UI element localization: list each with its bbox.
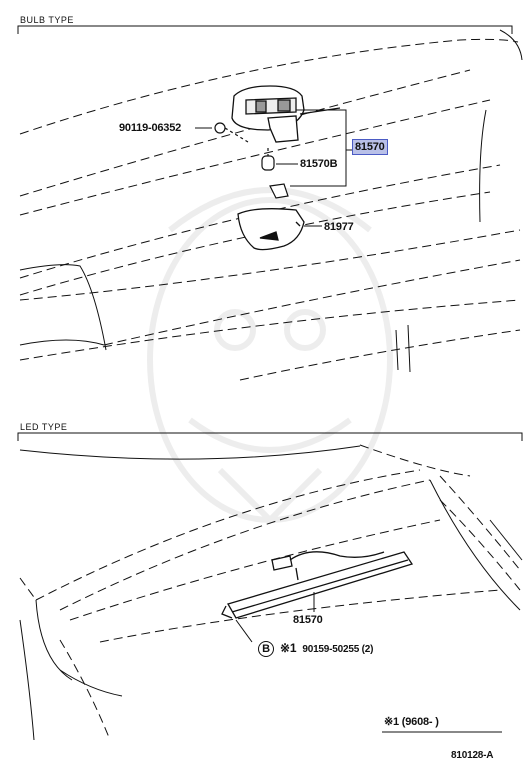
part-label-lamp-assy[interactable]: 81570 [352, 139, 388, 155]
led-type-title: LED TYPE [20, 422, 68, 432]
part-label-screw[interactable]: 90119-06352 [119, 122, 182, 134]
circle-b-marker: B [258, 641, 274, 657]
diagram-code: 810128-A [451, 750, 494, 761]
bulb-lamp-assembly [231, 85, 341, 143]
part-label-cover[interactable]: 81977 [324, 221, 354, 233]
screw-part [214, 122, 249, 143]
led-body-outline [19, 444, 521, 741]
led-leader-lines [235, 592, 315, 643]
bulb-part [261, 148, 275, 171]
watermark-logo [147, 187, 393, 525]
bulb-body-solid [19, 29, 523, 373]
bulb-section-frame [17, 25, 513, 34]
part-label-led-screw[interactable]: 90159-50255 (2) [302, 644, 374, 655]
part-label-bulb[interactable]: 81570B [300, 158, 338, 170]
cover-part [237, 208, 305, 251]
led-lamp-assembly [221, 551, 414, 619]
led-section-frame [17, 432, 523, 441]
bulb-body-outline [19, 38, 521, 381]
bulb-type-title: BULB TYPE [20, 15, 74, 25]
part-label-led-lamp[interactable]: 81570 [293, 614, 323, 626]
socket-part [269, 183, 289, 199]
bulb-leader-lines [195, 109, 352, 227]
highlight-81570[interactable]: 81570 [352, 139, 388, 155]
footnote: ※1 (9608- ) [384, 716, 439, 728]
led-body-solid [19, 445, 523, 741]
note-mark: ※1 [280, 641, 297, 655]
led-screw-row: B ※1 90159-50255 (2) [258, 641, 373, 657]
